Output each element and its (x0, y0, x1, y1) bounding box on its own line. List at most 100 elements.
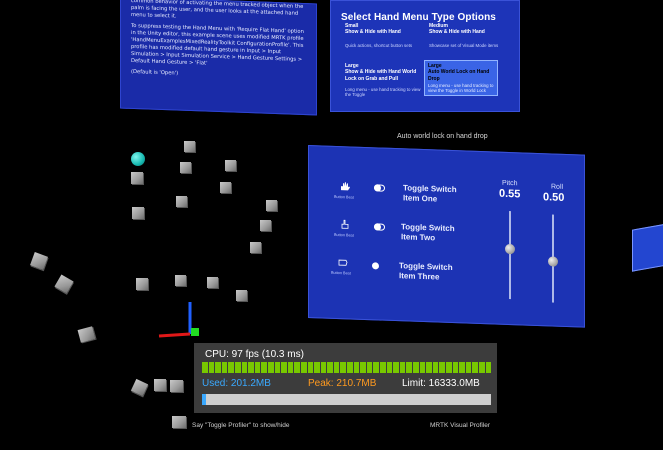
option-large-grab-button[interactable]: Large Show & Hide with Hand World Lock o… (345, 63, 425, 82)
option-large-auto-sub: Long menu - use hand tracking to view th… (428, 83, 494, 93)
cube[interactable] (236, 290, 247, 301)
option-medium-head: Medium (429, 23, 448, 29)
toggle-switch-2[interactable] (374, 223, 385, 231)
frame-bar (399, 362, 406, 373)
option-large-auto-head: Large (428, 63, 442, 69)
option-large-grab-line: Show & Hide with Hand World Lock on Grab… (345, 69, 417, 82)
toggle-caption-2: Button Beat (334, 232, 354, 238)
frame-bar (208, 362, 215, 373)
visual-profiler: CPU: 97 fps (10.3 ms) Used: 201.2MB Peak… (194, 343, 497, 413)
pitch-slider-track[interactable] (509, 211, 511, 300)
frame-bar (465, 362, 472, 373)
option-medium-sub: Showcase set of Visual Mode items (429, 43, 499, 48)
frame-bar (241, 362, 248, 373)
option-large-grab-sub: Long menu - use hand tracking to view th… (345, 87, 421, 97)
cube[interactable] (260, 220, 271, 231)
frame-bar (215, 362, 221, 373)
toggle-label-3: Toggle Switch Item Three (399, 261, 453, 282)
transform-gizmo[interactable] (155, 298, 205, 340)
frame-bar (248, 362, 254, 373)
cube[interactable] (54, 274, 74, 294)
auto-lock-caption: Auto world lock on hand drop (397, 133, 488, 140)
cube[interactable] (266, 200, 277, 211)
panel-title: Select Hand Menu Type Options (341, 12, 496, 23)
frame-bar (380, 362, 386, 373)
hand-icon (341, 182, 350, 191)
cube[interactable] (176, 196, 187, 207)
toggle-label-1b: Item One (403, 192, 438, 204)
info-text-2: To suppress testing the Hand Menu with '… (131, 22, 304, 67)
option-medium-line: Show & Hide with Hand (429, 29, 485, 36)
info-text-3: (Default is 'Open') (131, 69, 179, 77)
frame-bar (386, 362, 393, 373)
hand-grab-icon (338, 259, 348, 266)
hand-point-icon (341, 219, 349, 229)
option-small-button[interactable]: Small Show & Hide with Hand (345, 23, 401, 36)
cube[interactable] (130, 378, 149, 397)
option-large-auto-line: Auto World Lock on Hand Drop (428, 69, 490, 82)
cube[interactable] (172, 416, 186, 428)
toggle-switch-1[interactable] (374, 184, 385, 192)
cube[interactable] (136, 278, 148, 290)
frame-bar (300, 362, 307, 373)
cube[interactable] (250, 242, 261, 253)
cube[interactable] (180, 162, 191, 173)
pitch-label: Pitch (502, 179, 518, 188)
frame-bar (261, 362, 267, 373)
option-large-auto-button[interactable]: Large Auto World Lock on Hand Drop Long … (424, 60, 498, 96)
toggle-caption-3: Button Beat (331, 270, 351, 276)
cube[interactable] (131, 172, 143, 184)
cube[interactable] (170, 380, 183, 392)
teal-sphere[interactable] (131, 152, 145, 166)
memory-peak-label: Peak: 210.7MB (308, 378, 377, 389)
frame-bar (234, 362, 241, 373)
frame-bar (426, 362, 432, 373)
toggle-switch-panel: Button Beat Toggle Switch Item One Butto… (308, 145, 585, 328)
option-small-line: Show & Hide with Hand (345, 29, 401, 36)
frame-bar (281, 362, 287, 373)
frame-bar (254, 362, 261, 373)
memory-bar (202, 394, 491, 405)
cube[interactable] (207, 277, 218, 288)
cube[interactable] (220, 182, 231, 193)
toggle-label-1: Toggle Switch Item One (403, 183, 457, 204)
frame-bar (373, 362, 380, 373)
frame-bar (360, 362, 366, 373)
cube[interactable] (184, 141, 195, 152)
profiler-brand: MRTK Visual Profiler (430, 422, 491, 429)
frame-bar (274, 362, 281, 373)
frame-bar (333, 362, 340, 373)
cube[interactable] (175, 275, 186, 286)
toggle-switch-3[interactable] (372, 262, 379, 270)
frame-bar (294, 362, 300, 373)
frame-bar (439, 362, 445, 373)
info-text-1: common behavior of activating the menu t… (131, 0, 304, 20)
profiler-hint: Say "Toggle Profiler" to show/hide (192, 422, 290, 429)
info-panel: common behavior of activating the menu t… (120, 0, 317, 116)
cube[interactable] (77, 326, 96, 343)
frame-bar (406, 362, 412, 373)
edge-panel (632, 222, 663, 272)
toggle-label-2: Toggle Switch Item Two (401, 222, 455, 243)
pitch-value: 0.55 (499, 187, 521, 201)
cube[interactable] (30, 252, 48, 270)
frame-bar (228, 362, 234, 373)
frame-bar (445, 362, 452, 373)
frame-bar (327, 362, 333, 373)
cube[interactable] (225, 160, 236, 171)
frame-bar (472, 362, 478, 373)
option-medium-button[interactable]: Medium Show & Hide with Hand (429, 23, 485, 36)
frame-bar (419, 362, 426, 373)
memory-used-fill (202, 394, 206, 405)
roll-slider-thumb[interactable] (548, 256, 558, 267)
pitch-slider-thumb[interactable] (505, 243, 515, 254)
memory-used-label: Used: 201.2MB (202, 378, 271, 389)
frame-bar (307, 362, 314, 373)
roll-value: 0.50 (543, 191, 565, 204)
frame-bar (432, 362, 439, 373)
option-large-grab-head: Large (345, 63, 359, 69)
cube[interactable] (154, 379, 166, 391)
cube[interactable] (132, 207, 144, 219)
frame-bar (485, 362, 492, 373)
toggle-label-3b: Item Three (399, 270, 440, 282)
